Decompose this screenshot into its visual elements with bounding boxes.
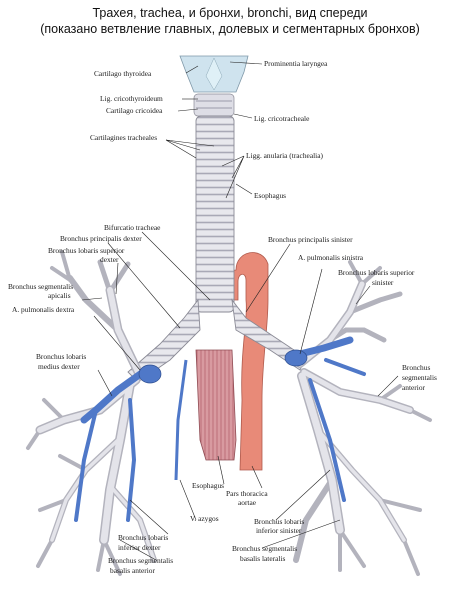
label-lig-cricotracheale: Lig. cricotracheale bbox=[254, 114, 310, 123]
cricoid-cartilage bbox=[193, 93, 235, 117]
label-bronchus-segmentalis-basalis-anterior-2: basalis anterior bbox=[110, 566, 155, 575]
label-bronchus-lobaris-medius-dexter-2: medius dexter bbox=[38, 362, 80, 371]
label-cartilago-cricoidea: Cartilago cricoidea bbox=[106, 106, 163, 115]
label-bronchus-lobaris-superior-sinister-2: sinister bbox=[372, 278, 394, 287]
label-bronchus-lobaris-superior-sinister-1: Bronchus lobaris superior bbox=[338, 268, 415, 277]
page-title: Трахея, trachea, и бронхи, bronchi, вид … bbox=[92, 6, 368, 20]
label-prominentia-laryngea: Prominentia laryngea bbox=[264, 59, 328, 68]
label-bronchus-lobaris-superior-dexter-2: dexter bbox=[100, 255, 119, 264]
label-bifurcatio-tracheae: Bifurcatio tracheae bbox=[104, 223, 161, 232]
label-bronchus-lobaris-inferior-dexter-1: Bronchus lobaris bbox=[118, 533, 168, 542]
label-bronchus-lobaris-superior-dexter-1: Bronchus lobaris superior bbox=[48, 246, 125, 255]
label-bronchus-segmentalis-basalis-lateralis-1: Bronchus segmentalis bbox=[232, 544, 297, 553]
label-bronchus-segmentalis-basalis-anterior-1: Bronchus segmentalis bbox=[108, 556, 173, 565]
page-subtitle: (показано ветвление главных, долевых и с… bbox=[40, 22, 420, 36]
label-esophagus-bottom: Esophagus bbox=[192, 481, 224, 490]
label-a-pulmonalis-sinistra: A. pulmonalis sinistra bbox=[298, 253, 364, 262]
label-esophagus-top: Esophagus bbox=[254, 191, 286, 200]
label-bronchus-principalis-sinister: Bronchus principalis sinister bbox=[268, 235, 353, 244]
label-pars-thoracica-aortae-1: Pars thoracica bbox=[226, 489, 268, 498]
trachea bbox=[195, 115, 235, 313]
label-bronchus-lobaris-inferior-sinister-2: inferior sinister bbox=[256, 526, 302, 535]
label-ligg-anularia: Ligg. anularia (trachealia) bbox=[246, 151, 323, 160]
label-bronchus-segmentalis-anterior-3: anterior bbox=[402, 383, 426, 392]
label-cartilagines-tracheales: Cartilagines tracheales bbox=[90, 133, 157, 142]
label-bronchus-lobaris-medius-dexter-1: Bronchus lobaris bbox=[36, 352, 86, 361]
label-bronchus-segmentalis-basalis-lateralis-2: basalis lateralis bbox=[240, 554, 285, 563]
label-bronchus-lobaris-inferior-sinister-1: Bronchus lobaris bbox=[254, 517, 304, 526]
label-pars-thoracica-aortae-2: aortae bbox=[238, 498, 257, 507]
label-bronchus-segmentalis-apicalis-1: Bronchus segmentalis bbox=[8, 282, 73, 291]
label-v-azygos: V. azygos bbox=[190, 514, 219, 523]
label-bronchus-segmentalis-anterior-2: segmentalis bbox=[402, 373, 437, 382]
label-bronchus-segmentalis-anterior-1: Bronchus bbox=[402, 363, 430, 372]
label-bronchus-segmentalis-apicalis-2: apicalis bbox=[48, 291, 71, 300]
esophagus bbox=[195, 349, 237, 461]
label-bronchus-lobaris-inferior-dexter-2: inferior dexter bbox=[118, 543, 161, 552]
label-a-pulmonalis-dextra: A. pulmonalis dextra bbox=[12, 305, 75, 314]
label-cartilago-thyroidea: Cartilago thyroidea bbox=[94, 69, 152, 78]
label-bronchus-principalis-dexter: Bronchus principalis dexter bbox=[60, 234, 142, 243]
label-lig-cricothyroideum: Lig. cricothyroideum bbox=[100, 94, 163, 103]
